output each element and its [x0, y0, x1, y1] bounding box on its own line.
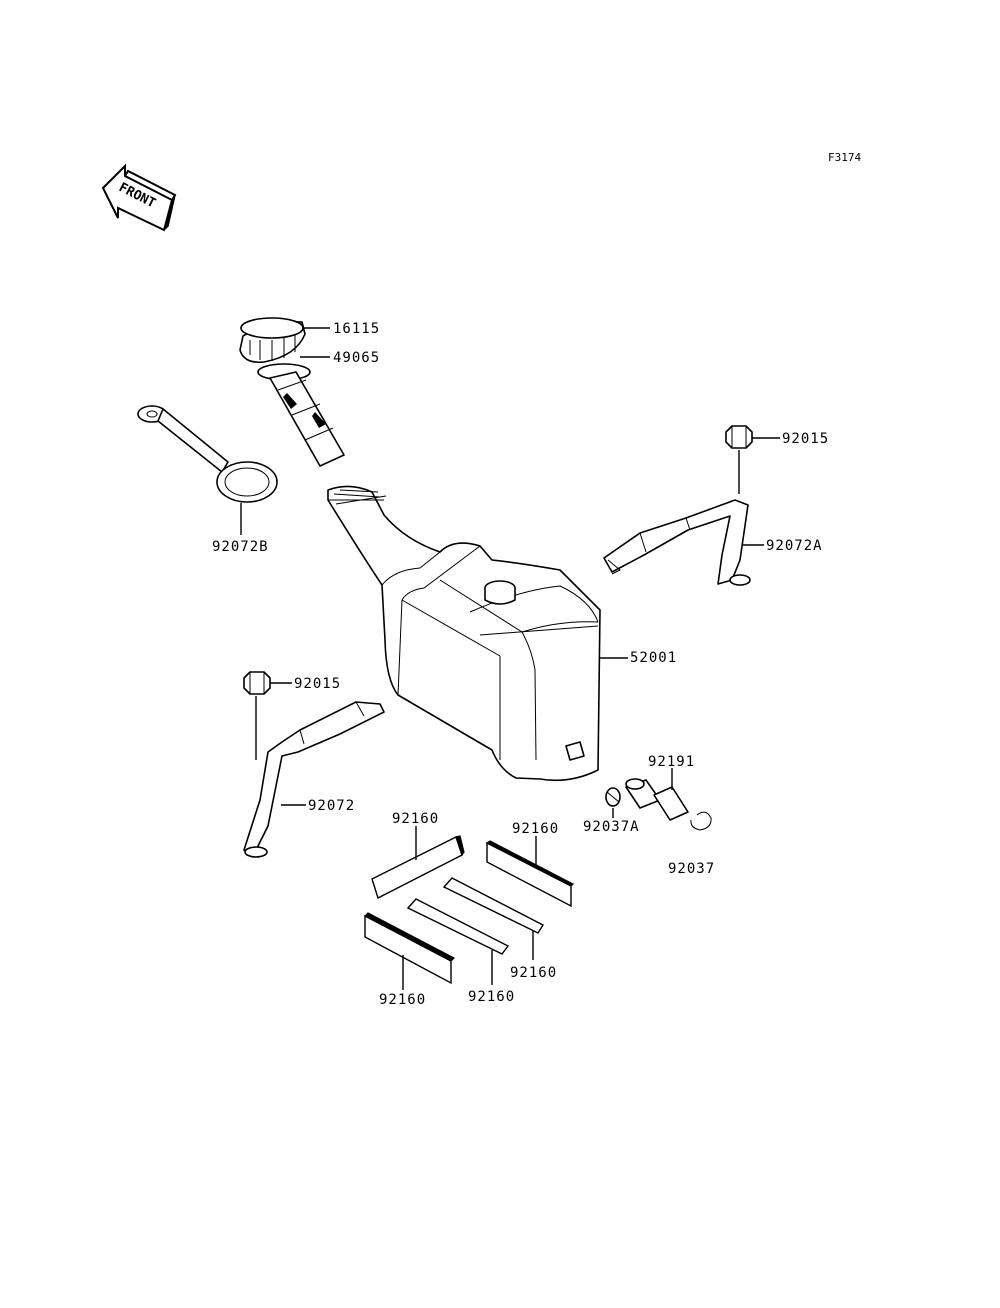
label-tank: 52001 [630, 650, 677, 666]
label-hose: 92191 [648, 754, 695, 770]
label-nut-right: 92015 [782, 431, 829, 447]
fuel-cap [239, 317, 306, 364]
label-nut-left: 92015 [294, 676, 341, 692]
pad-1 [371, 835, 465, 900]
nut-left [243, 671, 271, 695]
label-cap: 16115 [333, 321, 380, 337]
label-strainer: 49065 [333, 350, 380, 366]
pad-4 [406, 898, 510, 955]
label-pad-4: 92160 [468, 989, 515, 1005]
band-right [603, 499, 751, 586]
hose [625, 778, 689, 821]
pad-5 [363, 912, 456, 985]
clamp [690, 811, 712, 831]
cap-strap [137, 405, 278, 503]
label-strap: 92072B [212, 539, 269, 555]
pad-3 [442, 877, 544, 934]
label-pad-5: 92160 [379, 992, 426, 1008]
label-band-right: 92072A [766, 538, 823, 554]
label-pad-3: 92160 [510, 965, 557, 981]
label-pad-2: 92160 [512, 821, 559, 837]
band-left [243, 701, 385, 858]
label-clamp-small: 92037A [583, 819, 640, 835]
label-band-left: 92072 [308, 798, 355, 814]
figure-ref: F3174 [828, 151, 861, 164]
front-arrow-icon: FRONT [101, 163, 177, 232]
fuel-tank [327, 485, 601, 782]
pad-2 [485, 840, 575, 908]
label-clamp: 92037 [668, 861, 715, 877]
fuel-strainer [257, 363, 345, 467]
label-pad-1: 92160 [392, 811, 439, 827]
nut-right [725, 425, 753, 449]
clamp-small [605, 787, 621, 807]
